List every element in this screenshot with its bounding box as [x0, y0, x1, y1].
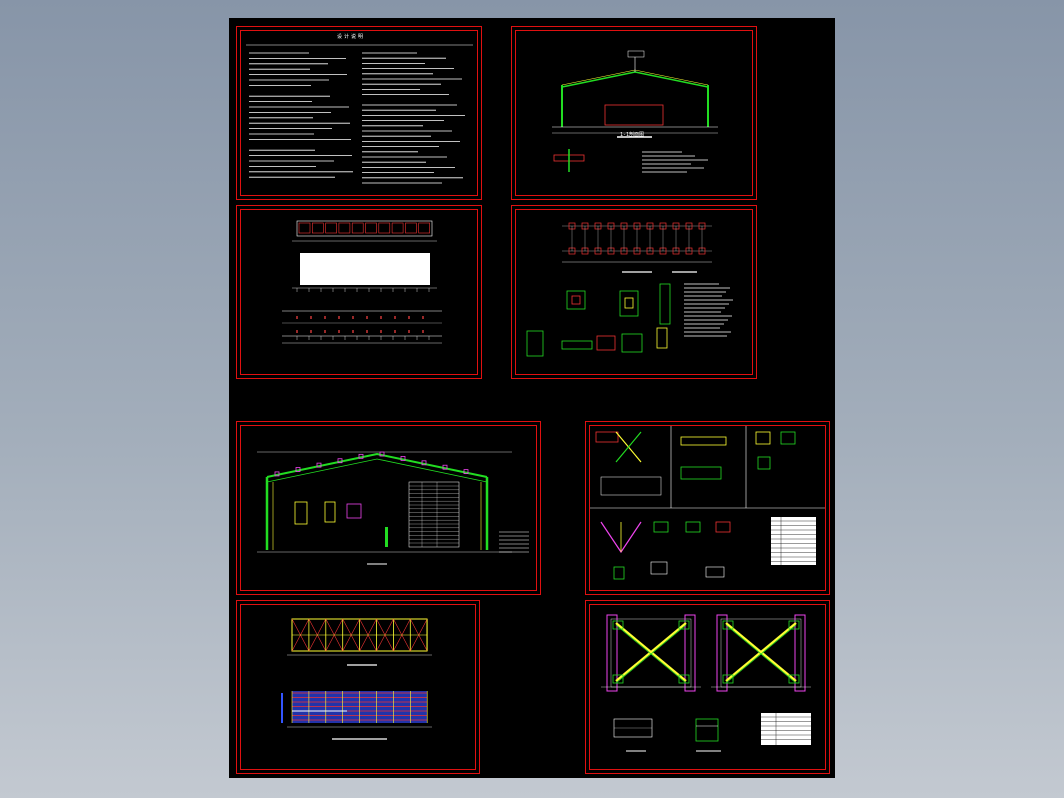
drawing-canvas[interactable]: 设计说明 1-1剖面图	[229, 18, 835, 778]
foundation-drawing	[526, 222, 733, 357]
sheet-frame	[240, 604, 476, 770]
section-label: 1-1剖面图	[620, 132, 645, 138]
sheet-node-details[interactable]	[585, 421, 830, 595]
notes-text-block	[246, 44, 473, 184]
sheet-elevation[interactable]	[236, 205, 482, 379]
sheet-frame	[240, 30, 478, 196]
sheet-frame	[240, 209, 478, 375]
sheet-section-1-1[interactable]: 1-1剖面图	[511, 26, 757, 200]
x-bracing-drawing	[601, 614, 811, 752]
sheet-roof-bracing[interactable]	[236, 600, 480, 774]
sheet-frame	[515, 209, 753, 375]
sheet-design-notes[interactable]: 设计说明	[236, 26, 482, 200]
elevation-drawing	[282, 220, 442, 344]
details-drawing	[590, 426, 825, 580]
sheet-title: 设计说明	[337, 34, 366, 40]
section-drawing	[552, 50, 718, 173]
sheet-frame	[515, 30, 753, 196]
sheet-foundation-plan[interactable]	[511, 205, 757, 379]
sheet-frame	[240, 425, 537, 591]
sheet-frame	[589, 604, 826, 770]
frame-drawing	[257, 451, 529, 565]
bracing-drawing	[281, 618, 432, 740]
sheet-steel-frame[interactable]	[236, 421, 541, 595]
sheet-x-bracing[interactable]	[585, 600, 830, 774]
sheet-frame	[589, 425, 826, 591]
